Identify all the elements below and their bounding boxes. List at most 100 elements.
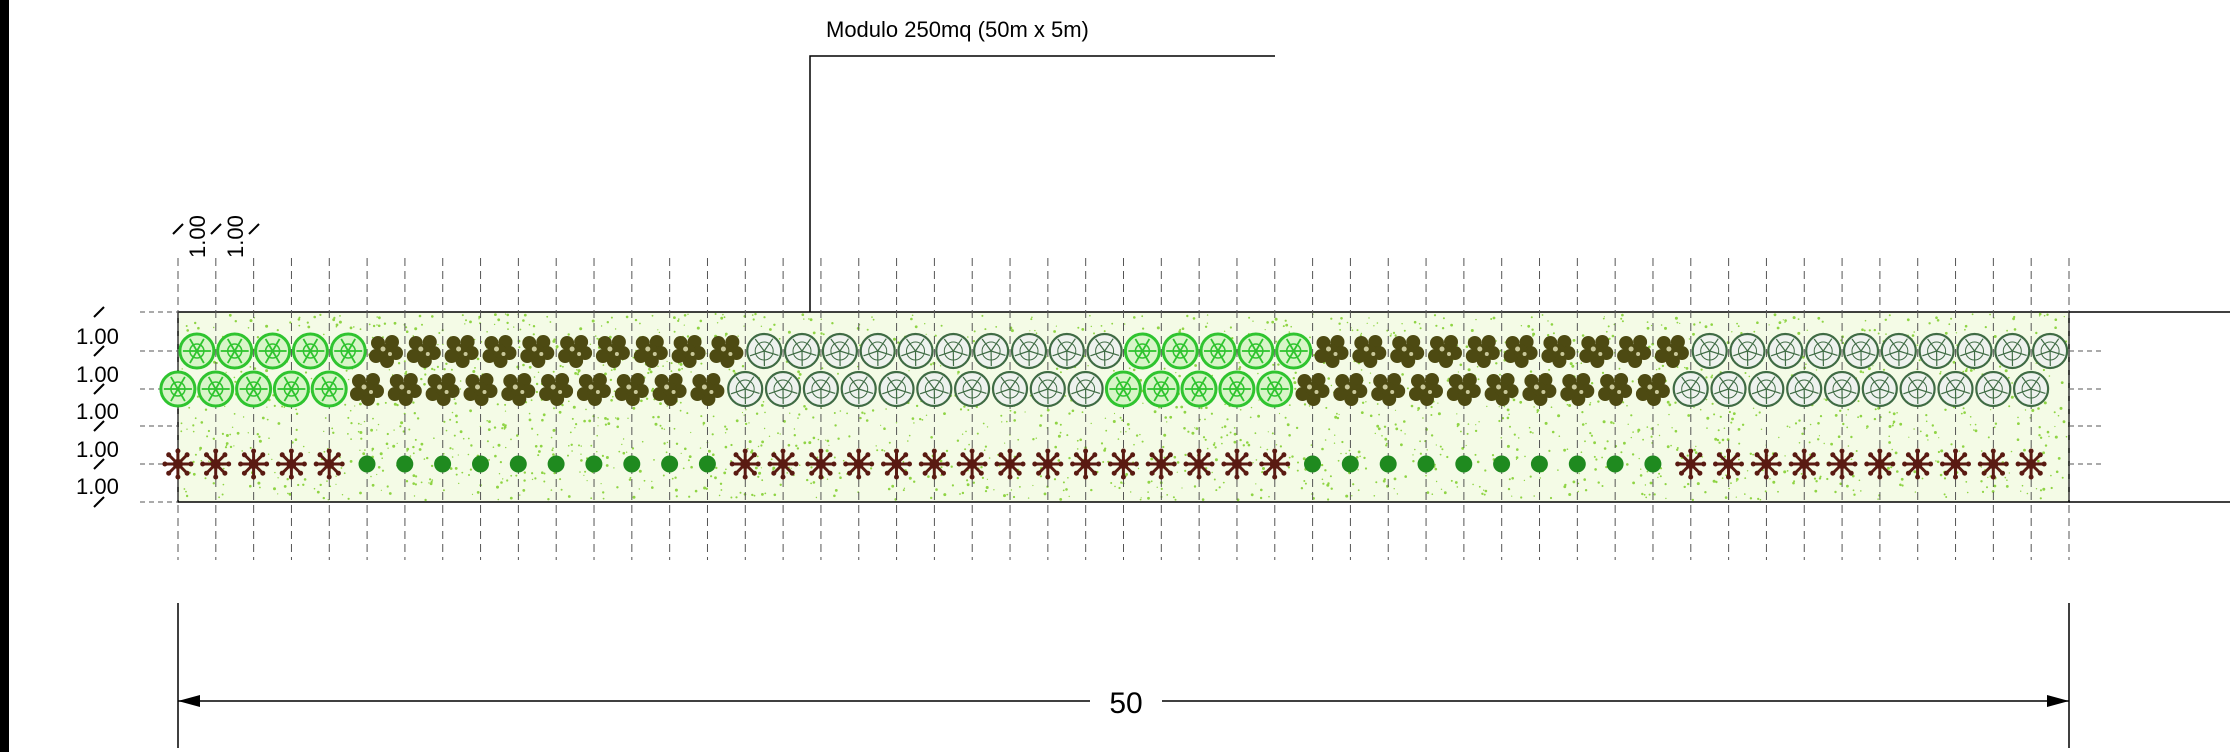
brown-plant-symbol [994, 448, 1026, 480]
gray-tree-symbol [1823, 370, 1861, 408]
brown-plant-symbol [843, 448, 875, 480]
olive-shrub-symbol [633, 335, 668, 368]
gray-tree-symbol [764, 370, 802, 408]
row-spacing-label: 1.00 [76, 474, 119, 499]
brown-plant-symbol [767, 448, 799, 480]
brown-plant-symbol [1032, 448, 1064, 480]
green-dot-symbol [1379, 455, 1397, 473]
gray-tree-symbol [1861, 370, 1898, 408]
green-dot-symbol [509, 455, 527, 473]
olive-shrub-symbol [406, 335, 441, 368]
brown-plant-symbol [956, 448, 988, 480]
olive-shrub-symbol [1314, 335, 1349, 368]
gray-tree-symbol [2032, 332, 2069, 370]
gray-tree-symbol [1067, 370, 1104, 408]
column-spacing-label: 1.00 [223, 215, 248, 258]
gray-tree-symbol [746, 332, 783, 370]
total-length-label: 50 [1109, 687, 1142, 720]
brown-plant-symbol [2015, 448, 2047, 480]
brown-plant-symbol [275, 448, 307, 480]
olive-shrub-symbol [369, 335, 403, 368]
gray-tree-symbol [1880, 332, 1917, 370]
olive-shrub-symbol [1503, 335, 1538, 368]
olive-shrub-symbol [463, 373, 498, 406]
olive-shrub-symbol [350, 373, 384, 406]
vertical-guide-lines [177, 258, 2070, 560]
gray-tree-symbol [1029, 370, 1066, 408]
olive-shrub-symbol [690, 373, 725, 406]
green-dot-symbol [698, 455, 716, 473]
dimension-arrow-left [178, 695, 200, 707]
planting-row [162, 448, 2047, 480]
olive-shrub-symbol [1654, 335, 1689, 368]
olive-shrub-symbol [1446, 373, 1481, 406]
frame-border-left [0, 0, 9, 752]
green-dot-symbol [1606, 455, 1624, 473]
green-dot-symbol [1417, 455, 1435, 473]
bright-tree-symbol [310, 370, 348, 408]
gray-tree-symbol [1010, 332, 1048, 370]
row-spacing-label: 1.00 [76, 362, 119, 387]
green-dot-symbol [358, 455, 376, 473]
planting-rows [159, 332, 2069, 480]
gray-tree-symbol [859, 332, 896, 370]
gray-tree-symbol [1918, 332, 1955, 370]
brown-plant-symbol [1977, 448, 2009, 480]
bright-tree-symbol [216, 332, 254, 370]
column-spacing-dimension: 1.00 1.00 [172, 215, 260, 258]
bright-tree-symbol [1180, 370, 1218, 408]
dimension-arrow-right [2047, 695, 2069, 707]
gray-tree-symbol [935, 332, 972, 370]
gray-tree-symbol [1748, 370, 1785, 408]
gray-tree-symbol [1691, 332, 1728, 370]
bright-tree-symbol [235, 370, 273, 408]
module-leader-line [809, 55, 1275, 312]
bright-tree-symbol [197, 370, 235, 408]
gray-tree-symbol [1710, 370, 1747, 408]
green-dot-symbol [585, 455, 603, 473]
grass-texture [179, 312, 2068, 502]
bright-tree-symbol [272, 370, 310, 408]
brown-plant-symbol [1145, 448, 1177, 480]
brown-plant-symbol [881, 448, 912, 480]
bright-tree-symbol [254, 332, 292, 370]
gray-tree-symbol [878, 370, 915, 408]
green-dot-symbol [396, 455, 414, 473]
olive-shrub-symbol [671, 335, 706, 368]
green-dot-symbol [1530, 455, 1548, 473]
olive-shrub-symbol [1617, 335, 1652, 368]
bright-tree-symbol [291, 332, 329, 370]
gray-tree-symbol [1672, 370, 1709, 408]
brown-plant-symbol [1902, 448, 1934, 480]
gray-tree-symbol [2012, 370, 2050, 408]
gray-tree-symbol [953, 370, 991, 408]
olive-shrub-symbol [1428, 335, 1462, 368]
green-dot-symbol [472, 455, 489, 473]
green-dot-symbol [661, 455, 679, 473]
olive-shrub-symbol [1560, 373, 1595, 406]
bright-tree-symbol [159, 370, 197, 408]
green-dot-symbol [1644, 455, 1662, 473]
bright-tree-symbol [1237, 332, 1275, 370]
green-dot-symbol [1455, 455, 1473, 473]
olive-shrub-symbol [1295, 373, 1330, 406]
planting-row [178, 332, 2069, 370]
olive-shrub-symbol [652, 373, 687, 406]
gray-tree-symbol [1767, 332, 1804, 370]
olive-shrub-symbol [595, 335, 630, 368]
green-dot-symbol [1304, 455, 1321, 473]
olive-shrub-symbol [1390, 335, 1425, 368]
bright-tree-symbol [1123, 332, 1161, 370]
gray-tree-symbol [1975, 370, 2012, 408]
green-dot-symbol [434, 455, 452, 473]
brown-plant-symbol [1675, 448, 1707, 480]
brown-plant-symbol [200, 448, 232, 480]
row-spacing-label: 1.00 [76, 399, 119, 424]
gray-tree-symbol [1937, 370, 1974, 408]
row-spacing-label: 1.00 [76, 437, 119, 462]
olive-shrub-symbol [1371, 373, 1406, 406]
green-dot-symbol [1341, 455, 1359, 473]
gray-tree-symbol [1729, 332, 1766, 370]
olive-shrub-symbol [1333, 373, 1368, 406]
